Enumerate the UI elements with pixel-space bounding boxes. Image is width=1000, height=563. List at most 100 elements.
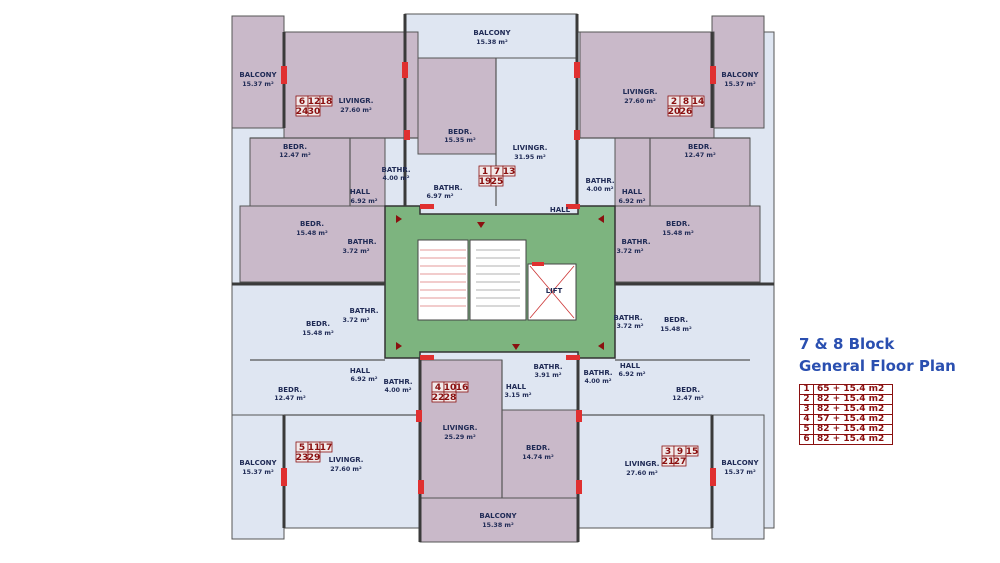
apartment-number-cell	[307, 105, 321, 117]
balcony-top-center-label: BALCONY	[473, 29, 511, 37]
apartment-number: 29	[308, 453, 321, 463]
living-bottom-left-label: LIVINGR.	[329, 456, 364, 464]
legend-area: 82 + 15.4 m2	[813, 404, 893, 415]
living-bottom-left-area: 27.60 m²	[330, 466, 362, 473]
apartment-number: 16	[456, 383, 469, 393]
bedroom-tl-small-label: BEDR.	[283, 143, 307, 151]
bath-mr-label: BATHR.	[621, 238, 650, 246]
hall-tl-label: HALL	[350, 188, 371, 196]
bath-top-area: 6.97 m²	[426, 193, 453, 200]
living-top-right-label: LIVINGR.	[623, 88, 658, 96]
apartment-number: 4	[435, 383, 441, 393]
bedroom-ll-area: 15.48 m²	[302, 330, 334, 337]
living-bottom-center-label: LIVINGR.	[443, 424, 478, 432]
balcony-bottom-right-area: 15.37 m²	[724, 469, 756, 476]
balcony-top-left	[231, 15, 285, 129]
bedroom-br-small-label: BEDR.	[676, 386, 700, 394]
hall-top-left	[349, 137, 386, 207]
bedroom-br-small-area: 12.47 m²	[672, 395, 704, 402]
bedroom-top-center	[417, 57, 497, 155]
bedroom-lr-area: 15.48 m²	[660, 326, 692, 333]
stair-right	[469, 239, 527, 321]
bedroom-tl-small-area: 12.47 m²	[279, 152, 311, 159]
bath-tl-label: BATHR.	[381, 166, 410, 174]
apartment-number-cell	[673, 455, 687, 467]
lift-label: LIFT	[546, 287, 563, 295]
apartment-number: 25	[491, 177, 504, 187]
balcony-bottom-center-label: BALCONY	[479, 512, 517, 520]
apartment-number-cell	[679, 105, 693, 117]
legend-number: 4	[799, 414, 814, 425]
apartment-number: 9	[677, 447, 683, 457]
apartment-number: 22	[432, 393, 445, 403]
apartment-number: 12	[308, 97, 321, 107]
bath-mr-area: 3.72 m²	[616, 248, 643, 255]
legend-number: 5	[799, 424, 814, 435]
apartment-number-cell	[319, 441, 333, 453]
balcony-bottom-left-area: 15.37 m²	[242, 469, 274, 476]
apartment-number: 15	[686, 447, 699, 457]
apartment-number: 18	[320, 97, 333, 107]
living-top-center-label: LIVINGR.	[513, 144, 548, 152]
apartment-number: 2	[671, 97, 677, 107]
balcony-top-center	[404, 13, 578, 59]
bath-bl1-area: 3.72 m²	[342, 317, 369, 324]
bath-br2-label: BATHR.	[583, 369, 612, 377]
hall-br-area: 6.92 m²	[618, 371, 645, 378]
living-top-left	[283, 31, 419, 139]
apartment-number: 26	[680, 107, 693, 117]
living-bottom-right-label: LIVINGR.	[625, 460, 660, 468]
apartment-number-cell	[307, 451, 321, 463]
bedroom-top-left-small	[249, 137, 351, 207]
legend-area: 65 + 15.4 m2	[813, 384, 893, 395]
bedroom-ll-label: BEDR.	[306, 320, 330, 328]
bath-br1-label: BATHR.	[613, 314, 642, 322]
apartment-number: 19	[479, 177, 492, 187]
legend-area: 57 + 15.4 m2	[813, 414, 893, 425]
apartment-number: 7	[494, 167, 500, 177]
legend-area: 82 + 15.4 m2	[813, 434, 893, 445]
balcony-bottom-left-label: BALCONY	[239, 459, 277, 467]
bedroom-tr-small-label: BEDR.	[688, 143, 712, 151]
bath-bl1-label: BATHR.	[349, 307, 378, 315]
apartment-number-cell	[691, 95, 705, 107]
bedroom-right-large	[614, 205, 761, 283]
bedroom-lr-label: BEDR.	[664, 316, 688, 324]
legend-number: 2	[799, 394, 814, 405]
balcony-bottom-right	[711, 414, 765, 540]
bedroom-left-large	[239, 205, 386, 283]
apartment-number-cell	[443, 391, 457, 403]
bedroom-bottom-center-label: BEDR.	[526, 444, 550, 452]
plan-title-line1: 7 & 8 Block	[799, 335, 895, 353]
apartment-number: 8	[683, 97, 689, 107]
bath-bl2-area: 4.00 m²	[384, 387, 411, 394]
hall-bl-label: HALL	[350, 367, 371, 375]
plan-title: 7 & 8 Block General Floor Plan	[799, 333, 956, 377]
hall-bl-area: 6.92 m²	[350, 376, 377, 383]
apartment-number: 11	[308, 443, 321, 453]
hall-tr-area: 6.92 m²	[618, 198, 645, 205]
living-top-left-area: 27.60 m²	[340, 107, 372, 114]
apartment-number: 30	[308, 107, 321, 117]
apartment-number: 14	[692, 97, 705, 107]
bedroom-right-large-label: BEDR.	[666, 220, 690, 228]
apartment-number-cell	[319, 95, 333, 107]
hall-top-center-label: HALL	[550, 206, 571, 214]
apartment-number-cell	[685, 445, 699, 457]
bath-bottom-area: 3.91 m²	[534, 372, 561, 379]
living-top-center-area: 31.95 m²	[514, 154, 546, 161]
hall-bottom-area: 3.15 m²	[504, 392, 531, 399]
hall-br-label: HALL	[620, 362, 641, 370]
bedroom-left-large-label: BEDR.	[300, 220, 324, 228]
apartment-number-cell	[455, 381, 469, 393]
apartment-number: 13	[503, 167, 516, 177]
bedroom-bl-small-area: 12.47 m²	[274, 395, 306, 402]
legend-area: 82 + 15.4 m2	[813, 424, 893, 435]
